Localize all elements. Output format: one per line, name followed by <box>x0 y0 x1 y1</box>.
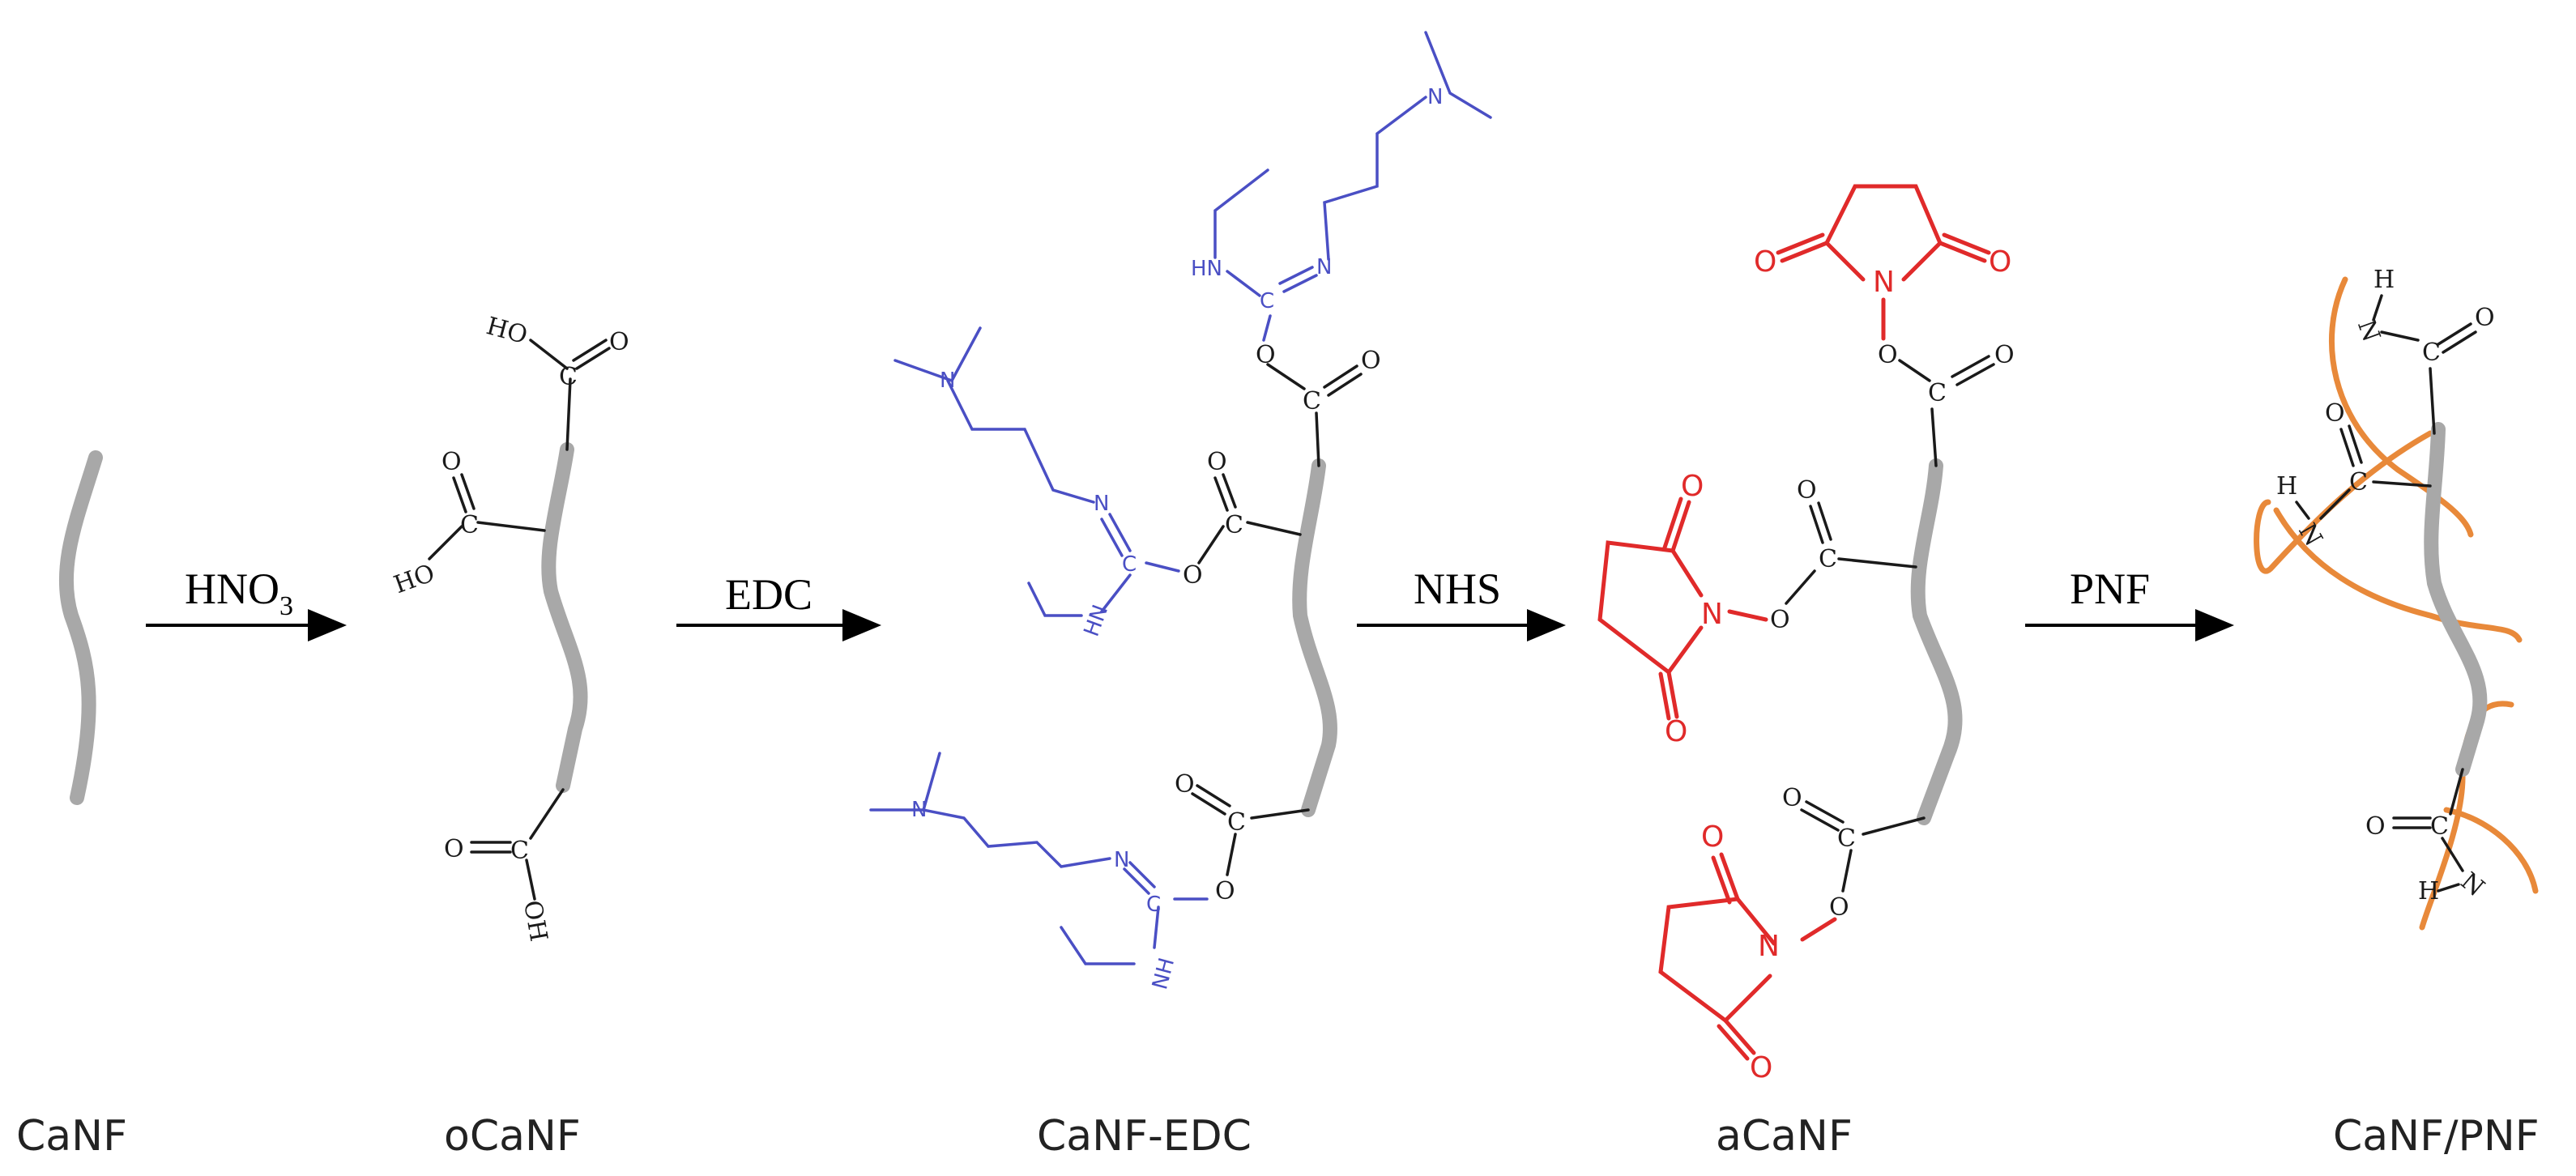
pnf-fiber <box>2329 276 2474 538</box>
reaction-arrow-edc: EDC <box>676 570 881 641</box>
stage-label-canf-edc: CaNF-EDC <box>1037 1112 1252 1161</box>
atom-n: N <box>911 798 927 822</box>
canf-structure <box>58 450 103 805</box>
atom-n: N <box>2352 316 2386 346</box>
atom-h: H <box>2373 266 2395 294</box>
canf-edc-structure: C O O C N HN N C O O C N HN N C <box>869 31 1492 992</box>
atom-n: N <box>2455 867 2490 903</box>
atom-oh: OH <box>518 898 552 944</box>
atom-n: N <box>1094 492 1109 516</box>
atom-c: C <box>1227 808 1246 837</box>
stage-label-ocanf: oCaNF <box>444 1112 581 1161</box>
atom-c: C <box>1146 893 1161 917</box>
atom-c: C <box>1260 289 1274 313</box>
atom-o: O <box>1256 341 1276 369</box>
canf-fiber <box>2424 422 2488 777</box>
atom-ho: HO <box>390 559 439 599</box>
atom-c: C <box>559 363 578 391</box>
atom-o: O <box>1878 341 1898 369</box>
reagent-hno3: HNO3 <box>185 565 293 621</box>
atom-nh: NH <box>1148 956 1179 992</box>
atom-o: O <box>2365 812 2386 841</box>
atom-o: O <box>1782 784 1802 812</box>
stage-label-canf: CaNF <box>16 1112 127 1161</box>
atom-c: C <box>1819 545 1837 573</box>
reagent-edc: EDC <box>725 570 812 619</box>
atom-n: N <box>940 369 955 393</box>
atom-n: N <box>1316 255 1332 279</box>
acanf-fiber <box>1910 458 1963 825</box>
atom-o: O <box>1797 476 1817 505</box>
atom-o: O <box>1701 820 1724 854</box>
ocanf-fiber <box>541 442 588 793</box>
atom-c: C <box>1837 824 1856 853</box>
stage-label-acanf: aCaNF <box>1716 1112 1853 1161</box>
atom-o: O <box>1681 470 1704 503</box>
atom-o: O <box>1754 245 1776 279</box>
ocanf-structure: C O HO C O HO C O OH <box>390 312 629 944</box>
atom-c: C <box>510 837 529 865</box>
atom-o: O <box>1989 245 2011 279</box>
canf-pnf-structure: C O N H C O N H C O N H <box>2254 266 2539 931</box>
atom-o: O <box>1994 341 2015 369</box>
atom-o: O <box>1829 893 1849 922</box>
reaction-arrow-nhs: NHS <box>1357 565 1566 641</box>
atom-n: N <box>1873 266 1895 299</box>
pnf-fiber <box>2254 430 2433 574</box>
atom-c: C <box>1928 379 1947 407</box>
atom-o: O <box>2475 304 2495 332</box>
atom-o: O <box>1361 347 1381 375</box>
acanf-structure: C O O N O O C O O N O O C O O <box>1597 184 2015 1084</box>
atom-n: N <box>1758 930 1780 963</box>
atom-n: N <box>1427 85 1443 109</box>
atom-o: O <box>1750 1051 1772 1084</box>
atom-c: C <box>2422 339 2441 367</box>
canf-edc-fiber <box>1292 458 1337 817</box>
atom-o: O <box>1215 877 1235 905</box>
atom-c: C <box>1303 387 1321 415</box>
canf-fiber <box>58 450 103 805</box>
atom-o: O <box>1665 715 1687 748</box>
reaction-arrow-pnf: PNF <box>2025 565 2234 641</box>
atom-c: C <box>1225 511 1243 539</box>
atom-c: C <box>1122 552 1137 577</box>
atom-hn: HN <box>1080 602 1114 640</box>
atom-o: O <box>1175 770 1195 799</box>
atom-n: N <box>2292 518 2327 551</box>
reaction-arrow-hno3: HNO3 <box>146 565 347 641</box>
atom-c: C <box>2349 468 2368 496</box>
atom-o: O <box>1770 606 1790 634</box>
reagent-pnf: PNF <box>2070 565 2150 613</box>
atom-c: C <box>2430 812 2449 841</box>
atom-n: N <box>1114 848 1129 872</box>
atom-ho: HO <box>484 312 531 350</box>
stage-labels: CaNF oCaNF CaNF-EDC aCaNF CaNF/PNF <box>16 1112 2540 1161</box>
atom-o: O <box>441 448 462 476</box>
atom-o: O <box>444 835 464 863</box>
pnf-fiber <box>2443 807 2539 894</box>
atom-c: C <box>460 511 479 539</box>
atom-h: H <box>2418 877 2439 905</box>
atom-o: O <box>609 328 629 356</box>
atom-o: O <box>1183 561 1203 590</box>
stage-label-canf-pnf: CaNF/PNF <box>2333 1112 2540 1161</box>
atom-o: O <box>1207 448 1227 476</box>
atom-o: O <box>2325 399 2345 428</box>
atom-hn: HN <box>1191 257 1222 281</box>
atom-n: N <box>1701 598 1723 631</box>
pnf-fiber <box>2273 507 2523 643</box>
atom-h: H <box>2276 472 2297 501</box>
reagent-nhs: NHS <box>1414 565 1501 613</box>
